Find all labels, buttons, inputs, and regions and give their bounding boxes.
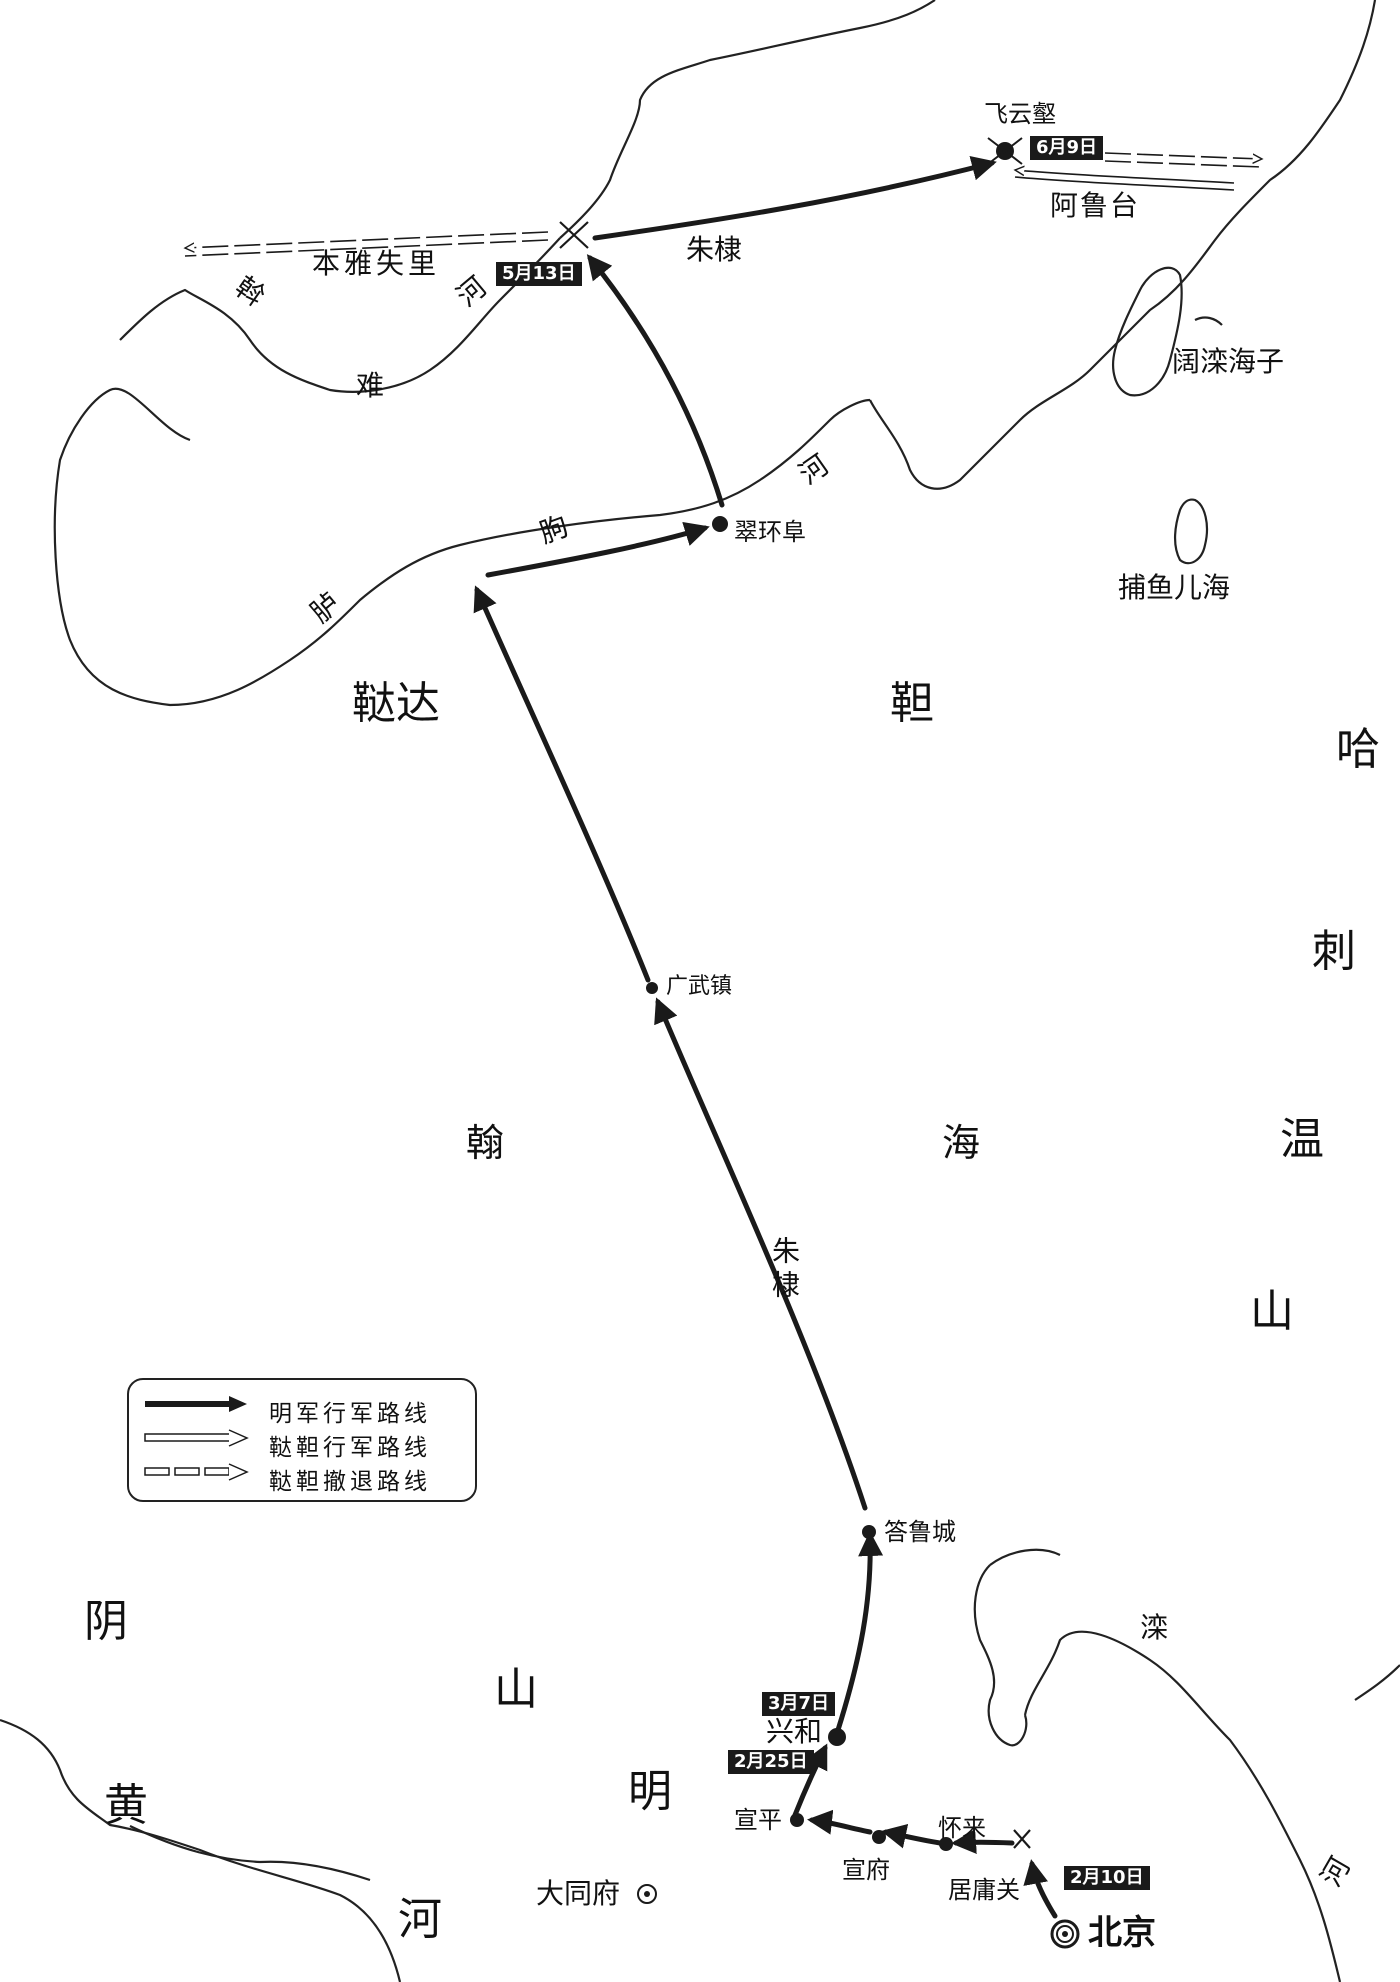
route-cuihuanfu-onon xyxy=(586,254,725,508)
datongfu-icon xyxy=(637,1884,657,1904)
cuihuanfu-dot xyxy=(712,516,728,532)
kerulen-river xyxy=(869,0,1377,490)
legend-tatar-retreat-label: 鞑靼撤退路线 xyxy=(269,1469,431,1495)
huailai-dot xyxy=(939,1837,953,1851)
person-zhudi-north-label: 朱棣 xyxy=(686,233,743,266)
east-coast-fragment xyxy=(1194,316,1223,326)
place-datongfu-label: 大同府 xyxy=(536,1877,621,1910)
region-tatar-label: 鞑达 xyxy=(352,678,440,729)
luan-river xyxy=(973,1564,1342,1982)
place-feiyun-label: 飞云壑 xyxy=(984,100,1056,128)
river-luan-label-1: 滦 xyxy=(1140,1611,1169,1644)
battle-feiyun-icon xyxy=(987,137,1023,165)
march-aluotai-inner xyxy=(1014,176,1235,191)
retreat-benyashili-inner xyxy=(184,239,549,257)
xuanping-dot xyxy=(790,1813,804,1827)
daluchong-dot xyxy=(862,1525,876,1539)
route-guangwuzhen-kerulen xyxy=(473,585,651,983)
onon-river-upper xyxy=(559,0,936,239)
battle-juyongguan-icon xyxy=(1013,1829,1031,1849)
place-kuolianhaizi-label: 阔滦海子 xyxy=(1172,345,1285,378)
retreat-aluotai xyxy=(1104,152,1262,159)
route-xuanping-xinghe xyxy=(792,1743,828,1818)
date-badge-0513: 5月13日 xyxy=(496,262,582,286)
region-wenshan-label-1: 温 xyxy=(1280,1114,1324,1165)
xuanfu-dot xyxy=(872,1830,886,1844)
legend-hollow-arrow-icon xyxy=(144,1429,249,1447)
person-benyashili-label: 本雅失里 xyxy=(312,247,441,280)
place-daluchong-label: 答鲁城 xyxy=(884,1518,956,1546)
place-xuanfu-label: 宣府 xyxy=(842,1856,890,1884)
legend-row-tatar-march: 鞑靼行军路线 xyxy=(141,1424,471,1461)
route-kerulen-cuihuanfu xyxy=(485,521,710,578)
route-onon-feiyun xyxy=(592,155,997,241)
route-juyongguan-huailai xyxy=(951,1829,1015,1855)
route-beijing-juyongguan xyxy=(1023,1859,1058,1919)
route-huailai-xuanfu xyxy=(881,1823,943,1849)
retreat-benyashili xyxy=(185,231,549,248)
place-xinghe-label: 兴和 xyxy=(766,1715,823,1748)
onon-kerulen-loop xyxy=(119,237,561,393)
luan-headwater xyxy=(989,1548,1061,1566)
legend-dashed-arrow-icon xyxy=(144,1463,249,1481)
yellow-river-branch xyxy=(129,1825,371,1882)
region-hanhai-label-1: 翰 xyxy=(466,1121,505,1165)
region-yinshan-label-1: 阴 xyxy=(84,1596,128,1647)
battle-onon-icon xyxy=(559,221,589,249)
route-daluchong-guangwuzhen xyxy=(654,997,868,1511)
region-tatar-label-2: 靼 xyxy=(890,678,934,729)
hulun-lake xyxy=(1112,266,1183,397)
legend-solid-arrow-icon xyxy=(145,1396,247,1412)
xinghe-dot xyxy=(828,1728,846,1746)
place-xuanping-label: 宣平 xyxy=(734,1806,782,1834)
place-cuihuanfu-label: 翠环阜 xyxy=(734,518,806,546)
date-badge-0225: 2月25日 xyxy=(728,1750,814,1774)
kerulen-west-basin xyxy=(53,387,871,707)
date-badge-0609: 6月9日 xyxy=(1030,136,1104,160)
river-onon-label-2: 难 xyxy=(356,369,385,402)
region-wenshan-label-2: 山 xyxy=(1250,1286,1294,1337)
yellow-river xyxy=(0,1718,402,1982)
river-huanghe-label-2: 河 xyxy=(398,1894,442,1945)
east-tributary xyxy=(1354,1664,1400,1701)
date-badge-0307: 3月7日 xyxy=(762,1692,836,1716)
date-badge-0210: 2月10日 xyxy=(1064,1866,1150,1890)
guangwuzhen-dot xyxy=(646,982,658,994)
place-juyongguan-label: 居庸关 xyxy=(948,1876,1020,1904)
retreat-aluotai-inner xyxy=(1104,160,1263,168)
route-xuanfu-xuanping xyxy=(807,1809,873,1835)
place-guangwuzhen-label: 广武镇 xyxy=(666,974,733,999)
buir-lake xyxy=(1174,498,1209,565)
person-zhudi-route-label: 朱棣 xyxy=(768,1236,801,1304)
legend-ming-march-label: 明军行军路线 xyxy=(269,1401,431,1427)
region-walaat-label-2: 刺 xyxy=(1312,926,1356,977)
person-aluotai-label: 阿鲁台 xyxy=(1050,189,1141,222)
route-xinghe-daluchong xyxy=(835,1531,884,1733)
river-huanghe-label-1: 黄 xyxy=(104,1780,148,1831)
region-yinshan-label-2: 山 xyxy=(494,1664,538,1715)
beijing-capital-icon xyxy=(1050,1919,1080,1949)
place-huailai-label: 怀来 xyxy=(938,1814,986,1842)
region-hanhai-label-2: 海 xyxy=(942,1121,981,1165)
map-legend: 明军行军路线 鞑靼行军路线 鞑靼撤退路线 xyxy=(127,1378,477,1502)
legend-row-tatar-retreat: 鞑靼撤退路线 xyxy=(141,1458,471,1495)
place-buyuerhai-label: 捕鱼儿海 xyxy=(1118,571,1231,604)
legend-tatar-march-label: 鞑靼行军路线 xyxy=(269,1435,431,1461)
region-ming-label: 明 xyxy=(628,1766,672,1817)
place-beijing-label: 北京 xyxy=(1088,1913,1156,1953)
legend-row-ming-march: 明军行军路线 xyxy=(141,1390,471,1427)
march-aluotai-outer xyxy=(1015,170,1235,184)
region-walaat-label-1: 哈 xyxy=(1336,724,1380,775)
